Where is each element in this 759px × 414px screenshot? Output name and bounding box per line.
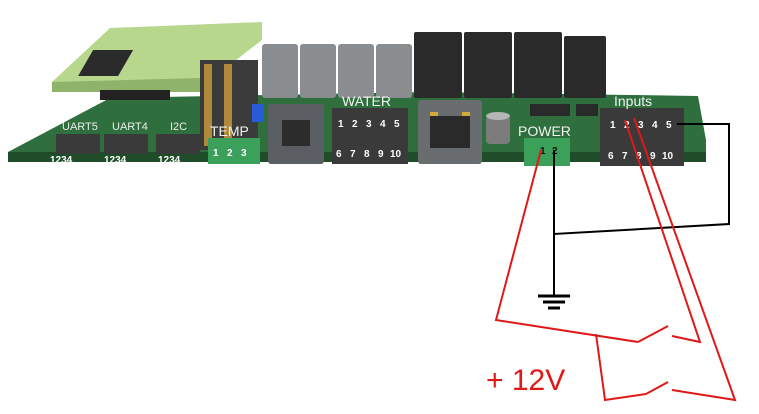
- blue-potentiometer: [252, 104, 264, 122]
- inputs-pin-5: 5: [666, 120, 672, 131]
- black-relays: [414, 32, 606, 98]
- inputs-pin-7: 7: [622, 151, 628, 162]
- rj45-led-1: [430, 112, 438, 116]
- water-pin-2: 2: [352, 119, 358, 130]
- inputs-pin-8: 8: [636, 151, 642, 162]
- water-pin-6: 6: [336, 149, 342, 160]
- daughter-chip: [78, 50, 134, 76]
- inputs-pin-9: 9: [650, 151, 656, 162]
- rj45-led-2: [462, 112, 470, 116]
- inputs-pin-6: 6: [608, 151, 614, 162]
- i2c-housing: [156, 134, 200, 154]
- water-pin-3: 3: [366, 119, 372, 130]
- relay-black-4: [564, 36, 606, 98]
- rj11-opening: [282, 120, 310, 146]
- supply-wire-main: [494, 149, 639, 343]
- water-label: WATER: [342, 93, 391, 109]
- relay-gray-4: [376, 44, 412, 98]
- power-terminal: POWER 1 2: [518, 123, 571, 166]
- supply-wiring: [494, 117, 737, 402]
- relay-gray-3: [338, 44, 374, 98]
- uart5-pin-numbers: 1234: [50, 155, 73, 166]
- supply-voltage-label: + 12V: [486, 364, 565, 397]
- uart4-housing: [104, 134, 148, 154]
- uart4-connector: UART4 1234: [104, 121, 148, 166]
- water-pin-8: 8: [364, 149, 370, 160]
- inputs-pin-10: 10: [662, 151, 674, 162]
- capacitor: [486, 112, 510, 144]
- uart4-pin-numbers: 1234: [104, 155, 127, 166]
- power-label: POWER: [518, 123, 571, 139]
- power-pin-1: 1: [540, 146, 546, 157]
- uart5-label: UART5: [62, 121, 98, 133]
- switch-2-lever: [645, 381, 669, 395]
- ic-chip-1: [530, 104, 570, 116]
- ground-icon: [538, 294, 570, 310]
- temp-terminal: TEMP 1 2 3: [208, 123, 260, 164]
- daughter-board-edge: [52, 78, 200, 92]
- i2c-pin-numbers: 1234: [158, 155, 181, 166]
- relay-black-3: [514, 32, 562, 98]
- water-pin-9: 9: [378, 149, 384, 160]
- uart4-label: UART4: [112, 121, 148, 133]
- uart5-housing: [56, 134, 100, 154]
- supply-wire-branch: [595, 333, 647, 402]
- relay-black-1: [414, 32, 462, 98]
- daughter-board: [52, 22, 264, 150]
- temp-pin-3: 3: [241, 148, 247, 159]
- water-housing: [332, 108, 408, 164]
- inputs-pin-1: 1: [610, 120, 616, 131]
- daughter-connector: [100, 90, 170, 100]
- water-pin-10: 10: [390, 149, 402, 160]
- inputs-label: Inputs: [614, 93, 652, 109]
- switch-1-lever: [637, 325, 669, 343]
- water-pin-5: 5: [394, 119, 400, 130]
- power-terminal-block: [524, 138, 570, 166]
- temp-pin-2: 2: [227, 148, 233, 159]
- inputs-pin-4: 4: [652, 120, 658, 131]
- water-pin-7: 7: [350, 149, 356, 160]
- temp-label: TEMP: [210, 123, 249, 139]
- water-pin-4: 4: [380, 119, 386, 130]
- inputs-housing: [600, 108, 684, 166]
- switch-1-to-input-1: [624, 119, 702, 344]
- temp-pin-1: 1: [213, 148, 219, 159]
- temp-terminal-block: [208, 138, 260, 164]
- relay-gray-1: [262, 44, 298, 98]
- capacitor-top: [486, 112, 510, 120]
- capacitor-body: [486, 116, 510, 144]
- rj45-opening: [430, 116, 470, 148]
- ic-chip-2: [576, 104, 598, 116]
- water-pin-1: 1: [338, 119, 344, 130]
- relay-gray-2: [300, 44, 336, 98]
- uart5-connector: UART5 1234: [50, 121, 100, 166]
- rj11-jack: [268, 104, 324, 164]
- i2c-connector: I2C 1234: [156, 121, 200, 166]
- switch-2-to-input-2: [633, 117, 737, 402]
- inputs-pin-3: 3: [638, 120, 644, 131]
- water-connector: WATER 1 2 3 4 5 6 7 8 9 10: [332, 93, 408, 164]
- inputs-connector: Inputs 1 2 3 4 5 6 7 8 9 10: [600, 93, 684, 166]
- header-pins-gold-2: [224, 64, 232, 146]
- rj45-jack: [418, 100, 482, 164]
- gray-relays: [262, 44, 412, 98]
- i2c-label: I2C: [170, 121, 187, 133]
- relay-black-2: [464, 32, 512, 98]
- ground-wiring: [553, 123, 730, 296]
- header-pins-gold: [204, 64, 212, 146]
- ground-wire-to-input-5: [553, 123, 730, 236]
